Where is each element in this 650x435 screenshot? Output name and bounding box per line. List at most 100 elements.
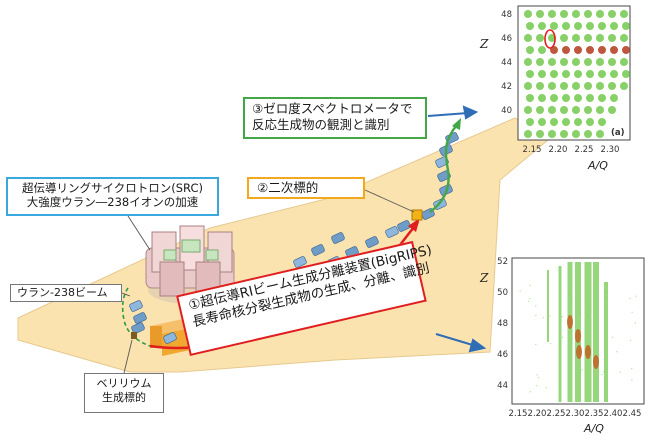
plot-top-dot: [572, 106, 580, 114]
plot-bottom-scatter-dot: [620, 372, 621, 373]
plot-top-dot: [548, 58, 556, 66]
plot-top-xtick: 2.20: [549, 145, 568, 155]
plot-bottom-spot: [593, 355, 599, 369]
plot-bottom-xtick: 2.25: [547, 409, 566, 419]
plot-bottom-scatter-dot: [629, 298, 630, 299]
plot-bottom-scatter-dot: [535, 305, 536, 306]
plot-top-dot: [524, 130, 532, 138]
plot-top-dot: [524, 58, 532, 66]
plot-bottom-streak: [585, 262, 592, 402]
plot-top-dot: [526, 22, 534, 30]
plot-bottom-scatter-dot: [580, 371, 581, 372]
plot-top-dot: [562, 46, 570, 54]
plot-top-dot: [584, 130, 592, 138]
plot-top-dot: [536, 58, 544, 66]
plot-top-dot: [536, 34, 544, 42]
plot-top-xticks: 2.152.202.252.30: [523, 145, 620, 155]
plot-bottom-scatter-dot: [631, 368, 632, 369]
plot-bottom-ytick: 48: [497, 319, 508, 329]
plot-bottom-ytick: 44: [497, 381, 508, 391]
plot-bottom-scatter-dot: [582, 369, 583, 370]
plot-top-dot: [620, 82, 628, 90]
beryllium-label-line1: ベリリウム: [91, 377, 157, 391]
plot-top-xtick: 2.25: [575, 145, 594, 155]
plot-bottom-xtick: 2.15: [509, 409, 528, 419]
secondary-target-label: ②二次標的: [247, 177, 365, 199]
plot-top-dot: [560, 82, 568, 90]
src-label: 超伝導リングサイクロトロン(SRC) 大強度ウラン―238イオンの加速: [6, 177, 219, 216]
plot-bottom-ytick: 52: [497, 257, 508, 267]
plot-top-dot: [560, 10, 568, 18]
plot-top-dot: [586, 94, 594, 102]
plot-top-dot: [608, 10, 616, 18]
plot-bottom-spot: [567, 315, 573, 329]
plot-bottom-scatter-dot: [605, 291, 606, 292]
plot-top-dot: [526, 94, 534, 102]
plot-bottom-spot: [585, 345, 591, 359]
plot-bottom: Z 5250484644 2.152.202.252.302.352.402.4…: [478, 252, 648, 434]
plot-bottom-scatter-dot: [536, 374, 537, 375]
plot-top-dot: [622, 46, 630, 54]
plot-top-dot: [548, 106, 556, 114]
plot-bottom-xtick: 2.35: [585, 409, 604, 419]
uranium-beam-label: ウラン-238ビーム: [10, 284, 122, 302]
plot-bottom-xlabel: A/Q: [583, 422, 604, 434]
plot-top-dot: [572, 58, 580, 66]
plot-top-dot: [584, 34, 592, 42]
plot-bottom-scatter-dot: [635, 295, 636, 296]
plot-bottom-xtick: 2.45: [623, 409, 642, 419]
plot-bottom-scatter-dot: [603, 371, 604, 372]
plot-top-dot: [560, 130, 568, 138]
plot-top-dot: [574, 118, 582, 126]
plot-top-xtick: 2.30: [601, 145, 620, 155]
plot-top-dot: [536, 82, 544, 90]
plot-bottom-scatter-dot: [616, 351, 617, 352]
secondary-target-label-text: ②二次標的: [257, 180, 318, 195]
plot-top-dot: [524, 82, 532, 90]
plot-bottom-scatter-dot: [545, 387, 546, 388]
plot-top-dot: [584, 10, 592, 18]
plot-top-dot: [596, 58, 604, 66]
plot-top-dot: [584, 106, 592, 114]
plot-bottom-scatter-dot: [543, 317, 544, 318]
plot-top-dot: [598, 46, 606, 54]
plot-bottom-scatter-dot: [561, 316, 562, 317]
plot-top-dot: [526, 118, 534, 126]
beryllium-label-line2: 生成標的: [91, 391, 157, 405]
plot-bottom-scatter-dot: [550, 343, 551, 344]
plot-top-dot: [584, 82, 592, 90]
plot-top-dot: [572, 130, 580, 138]
plot-top-dot: [562, 118, 570, 126]
plot-top-dot: [596, 130, 604, 138]
plot-top-dot: [620, 58, 628, 66]
plot-bottom-scatter-dot: [536, 385, 537, 386]
plot-bottom-scatter-dot: [605, 297, 606, 298]
plot-top-dot: [622, 70, 630, 78]
plot-top-dot: [562, 70, 570, 78]
plot-top-dot: [572, 34, 580, 42]
plot-top-dot: [610, 94, 618, 102]
plot-top-dot: [586, 46, 594, 54]
plot-top-dot: [574, 70, 582, 78]
plot-top-dot: [598, 70, 606, 78]
plot-bottom-scatter-dot: [630, 340, 631, 341]
plot-bottom-scatter-dot: [549, 315, 550, 316]
plot-bottom-scatter-dot: [519, 290, 520, 291]
plot-top-xlabel: A/Q: [587, 159, 608, 172]
plot-top-dot: [550, 118, 558, 126]
plot-top: Z 4846444240 (a) 2.152.202.252.30 A/Q: [478, 2, 648, 172]
plot-top-dot: [538, 22, 546, 30]
plot-top-dot: [548, 82, 556, 90]
plot-bottom-xtick: 2.30: [566, 409, 585, 419]
plot-bottom-scatter-dot: [530, 391, 531, 392]
plot-top-dot: [524, 106, 532, 114]
plot-top-dot: [586, 118, 594, 126]
plot-top-dot: [574, 22, 582, 30]
plot-top-dot: [608, 82, 616, 90]
plot-bottom-scatter-dot: [593, 379, 594, 380]
plot-top-dot: [548, 10, 556, 18]
plot-top-dot: [596, 106, 604, 114]
plot-top-dot: [586, 22, 594, 30]
plot-top-ytick: 48: [501, 10, 512, 20]
